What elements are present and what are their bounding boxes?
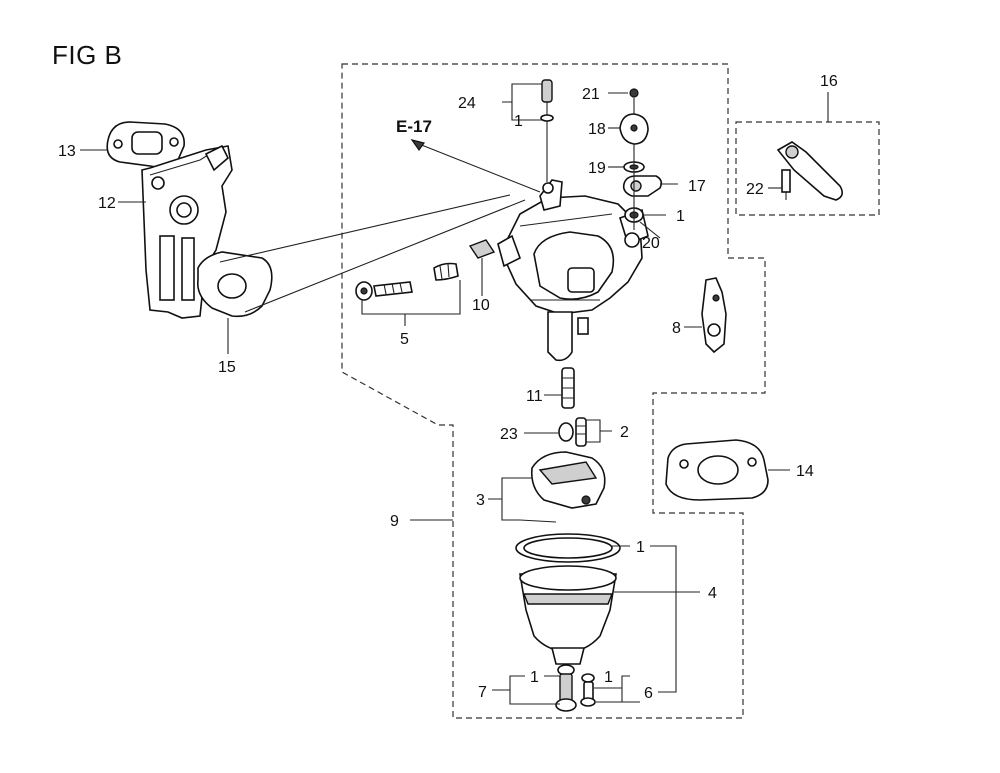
callout-4: 4 (708, 585, 717, 602)
callout-6: 6 (644, 685, 653, 702)
callout-12: 12 (98, 195, 116, 212)
callout-5: 5 (400, 331, 409, 348)
callout-2: 2 (620, 424, 629, 441)
washer-23 (558, 422, 574, 442)
reference-e17: E-17 (396, 117, 432, 136)
cover-18 (619, 98, 649, 145)
choke-lever-16 (776, 141, 844, 201)
callout-21: 21 (582, 86, 600, 103)
lever-17 (622, 175, 663, 197)
part-16-kit-box (735, 121, 880, 216)
callout-9: 9 (390, 513, 399, 530)
gasket-15 (196, 251, 273, 318)
callout-1-drain-left: 1 (530, 669, 539, 686)
drain-screw-6 (580, 673, 596, 707)
float-3 (519, 451, 606, 523)
callout-1-screw: 1 (514, 113, 523, 130)
callout-20: 20 (642, 235, 660, 252)
callout-8: 8 (672, 320, 681, 337)
callout-11: 11 (526, 388, 543, 405)
gasket-14 (665, 439, 769, 501)
gasket-leader-line (244, 199, 526, 313)
callout-15: 15 (218, 359, 236, 376)
spring-screw-10 (468, 239, 496, 290)
screw-21 (629, 88, 639, 98)
drain-screw-7 (555, 664, 577, 712)
figure-title: FIG B (52, 40, 122, 71)
screw-24 (540, 79, 554, 182)
gasket-leader-line-2 (219, 194, 511, 263)
callout-10: 10 (472, 297, 490, 314)
callout-23: 23 (500, 426, 518, 443)
callout-3: 3 (476, 492, 485, 509)
jet-2 (575, 417, 587, 447)
figure-title-text: FIG B (52, 40, 123, 70)
nozzle-11 (561, 367, 575, 409)
carburetor-body (497, 179, 649, 362)
callout-7: 7 (478, 684, 487, 701)
callout-13: 13 (58, 143, 76, 160)
pilot-screw-5 (355, 262, 461, 315)
callout-16: 16 (820, 73, 838, 90)
callout-24: 24 (458, 95, 476, 112)
jet-8 (701, 277, 727, 354)
callout-18: 18 (588, 121, 606, 138)
callout-14: 14 (796, 463, 814, 480)
callout-17: 17 (688, 178, 706, 195)
callout-19: 19 (588, 160, 606, 177)
e17-arrow (410, 139, 541, 193)
callout-1-seal: 1 (676, 208, 685, 225)
insulator-gasket-13 (106, 121, 185, 168)
callout-1-drain-right: 1 (604, 669, 613, 686)
callout-1-bowl: 1 (636, 539, 645, 556)
carburetor-assembly-boundary (341, 63, 766, 719)
float-bowl-4 (515, 533, 621, 665)
leader-lines (80, 83, 829, 705)
bracket-plate-12 (141, 144, 233, 319)
callout-22: 22 (746, 181, 764, 198)
